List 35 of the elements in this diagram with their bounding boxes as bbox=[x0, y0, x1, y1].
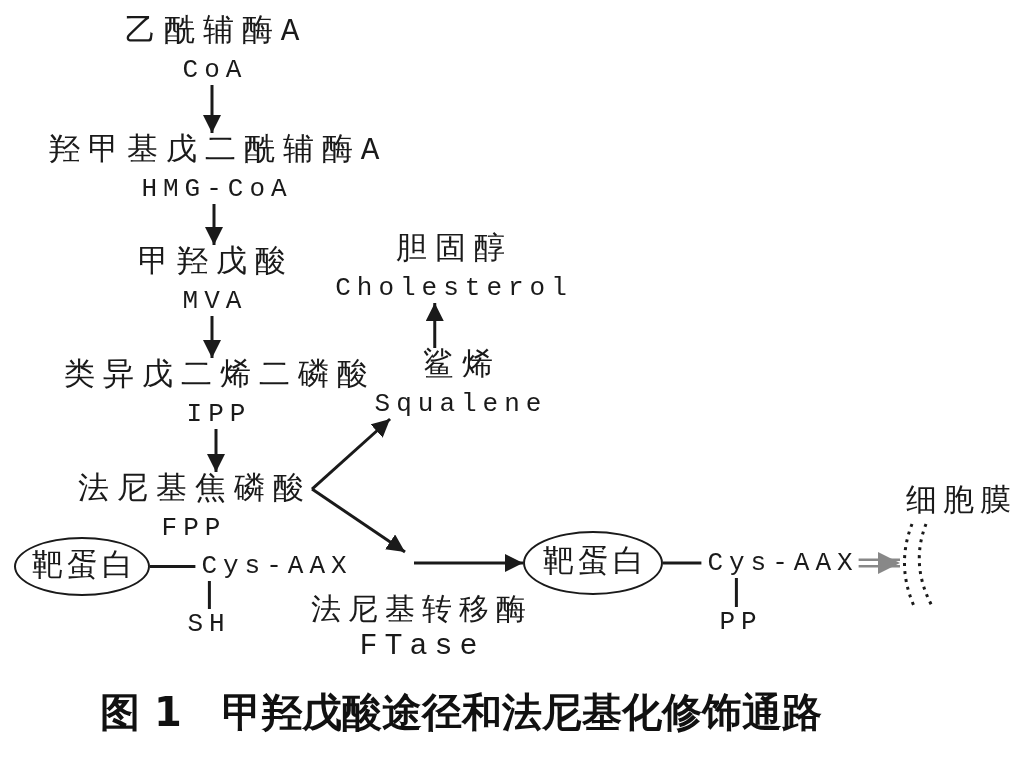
arrow bbox=[205, 204, 223, 245]
metabolite-name: 羟甲基戊二酰辅酶A bbox=[47, 133, 388, 169]
figure-caption: 图 1 甲羟戊酸途径和法尼基化修饰通路 bbox=[100, 688, 822, 736]
arrow bbox=[311, 417, 392, 491]
arrow bbox=[311, 487, 406, 554]
peptide-label: Cys-AAX bbox=[706, 548, 859, 578]
connector-line bbox=[734, 578, 738, 607]
connector-line bbox=[150, 565, 196, 568]
arrow bbox=[425, 303, 444, 348]
metabolite-name: 胆固醇 bbox=[395, 232, 514, 268]
group-label: PP bbox=[718, 607, 763, 637]
arrow bbox=[203, 85, 221, 133]
metabolite-name: 甲羟戊酸 bbox=[137, 245, 294, 281]
connector-line bbox=[663, 561, 702, 565]
membrane-label: 细胞膜 bbox=[905, 484, 1017, 520]
metabolite-abbreviation: FPP bbox=[160, 513, 227, 543]
arrow bbox=[414, 554, 523, 572]
arrow bbox=[207, 429, 225, 472]
metabolite-name: 类异戊二烯二磷酸 bbox=[63, 358, 376, 393]
metabolite-abbreviation: Cholesterol bbox=[334, 273, 573, 303]
metabolite-name: 乙酰辅酶A bbox=[123, 14, 308, 50]
arrow bbox=[203, 316, 221, 358]
metabolite-abbreviation: IPP bbox=[185, 399, 252, 429]
group-label: SH bbox=[186, 609, 231, 639]
metabolite-name: 鲨烯 bbox=[422, 348, 501, 384]
metabolite-abbreviation: HMG-CoA bbox=[140, 174, 293, 204]
metabolite-name: 法尼基焦磷酸 bbox=[77, 472, 312, 508]
metabolite-abbreviation: Squalene bbox=[373, 389, 548, 419]
connector-line bbox=[207, 581, 211, 609]
metabolite-abbreviation: CoA bbox=[181, 55, 248, 85]
protein-name: 靶蛋白 bbox=[541, 545, 648, 581]
metabolite-abbreviation: MVA bbox=[181, 286, 248, 316]
peptide-label: Cys-AAX bbox=[200, 551, 353, 581]
protein-name: 靶蛋白 bbox=[30, 548, 137, 585]
protein-ellipse bbox=[14, 537, 150, 596]
